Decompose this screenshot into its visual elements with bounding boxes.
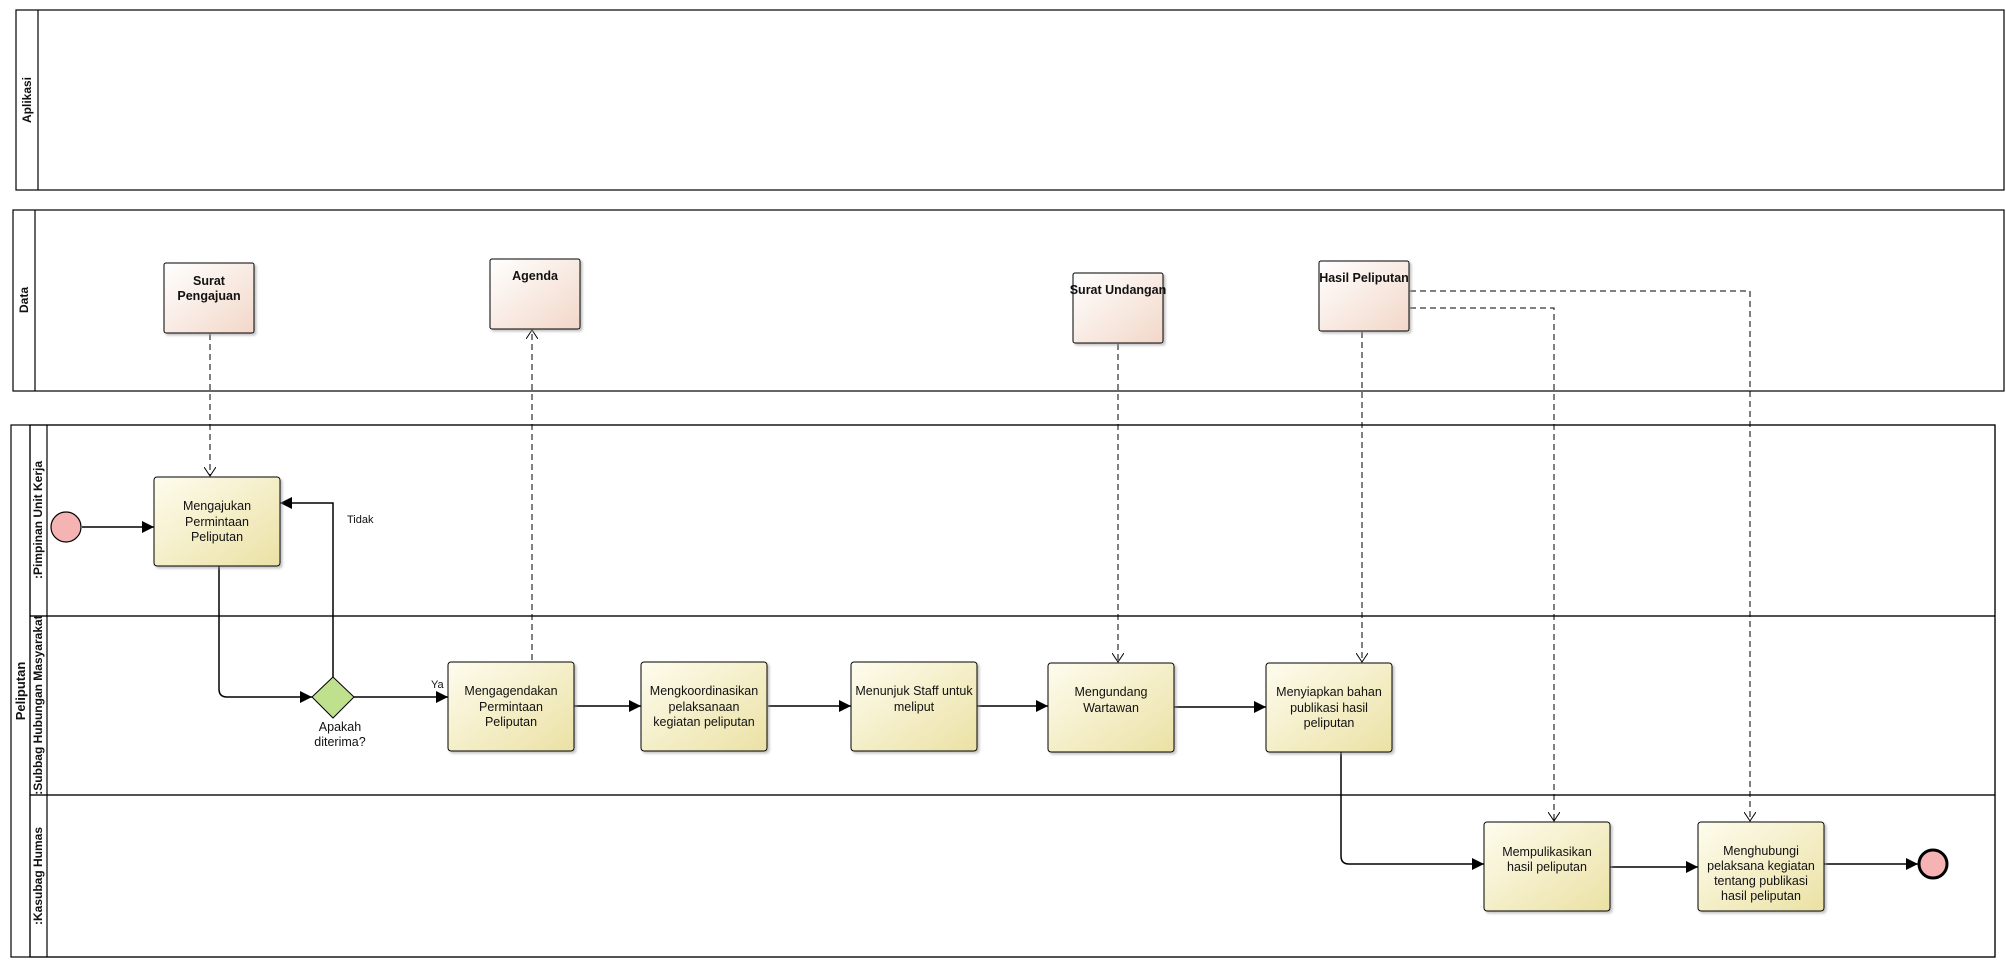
lane-label-pimpinan: :Pimpinan Unit Kerja <box>31 461 45 579</box>
start-event[interactable] <box>50 511 82 543</box>
data-object-hasil-peliputan[interactable]: Hasil Peliputan <box>1318 260 1410 332</box>
end-event[interactable] <box>1917 848 1949 880</box>
lane-label-data: Data <box>17 287 31 313</box>
data-associations <box>210 290 1750 821</box>
data-object-agenda[interactable]: Agenda <box>489 258 581 330</box>
association-hasil-mempublikasikan <box>1410 307 1554 821</box>
flow-gateway-no <box>280 497 334 677</box>
lane-pimpinan: :Pimpinan Unit Kerja <box>29 424 1996 617</box>
lane-label-aplikasi: Aplikasi <box>20 77 34 123</box>
svg-text:Hasil Peliputan: Hasil Peliputan <box>1319 271 1409 285</box>
lane-kasubag: :Kasubag Humas <box>29 794 1996 958</box>
pool-peliputan: Peliputan :Pimpinan Unit Kerja :Subbag H… <box>10 424 1996 958</box>
sequence-flows <box>82 497 1918 873</box>
gateway-apakah-diterima[interactable] <box>311 676 355 719</box>
pool-label-peliputan: Peliputan <box>13 662 28 721</box>
flow-to-mempublikasikan <box>1340 752 1484 870</box>
svg-text:Surat Undangan: Surat Undangan <box>1070 283 1167 297</box>
lane-label-kasubag: :Kasubag Humas <box>31 827 45 925</box>
gateway-no-label: Tidak <box>347 514 374 526</box>
flow-mengajukan-to-gateway <box>218 566 312 703</box>
lane-data: Data <box>12 209 2005 392</box>
lane-aplikasi: Aplikasi <box>15 9 2005 191</box>
gateway-yes-label: Ya <box>431 679 445 691</box>
association-hasil-menghubungi <box>1410 290 1750 821</box>
lane-label-subbag: :Subbag Hubungan Masyarakat <box>31 615 45 794</box>
data-object-surat-undangan[interactable]: Surat Undangan <box>1070 272 1167 344</box>
svg-text:Agenda: Agenda <box>512 269 559 283</box>
